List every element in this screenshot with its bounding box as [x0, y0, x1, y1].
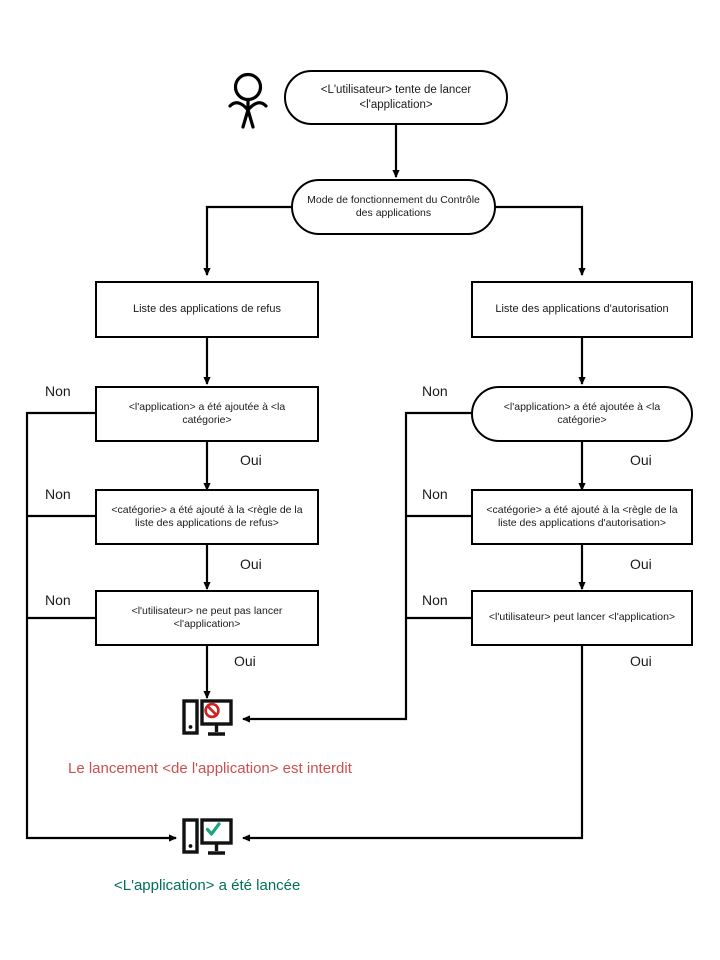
node-start-label: <L'utilisateur> tente de lancer <l'appli…: [320, 84, 472, 111]
computer-blocked-icon: [182, 698, 234, 747]
edge-label-non-autorisation-1: Non: [422, 383, 448, 399]
outcome-launched-label: <L'application> a été lancée: [114, 877, 301, 894]
edge-label-oui-autorisation-3: Oui: [630, 653, 652, 669]
node-start: <L'utilisateur> tente de lancer <l'appli…: [284, 70, 508, 125]
node-liste-refus-label: Liste des applications de refus: [133, 302, 281, 315]
node-autorisation-question-2: <catégorie> a été ajouté à la <règle de …: [471, 489, 693, 545]
edge-label-oui-refus-2: Oui: [240, 556, 262, 572]
node-refus-question-1-label: <l'application> a été ajoutée à <la caté…: [128, 400, 286, 426]
edge-label-non-autorisation-2: Non: [422, 486, 448, 502]
node-mode-label: Mode de fonctionnement du Contrôle des a…: [307, 193, 480, 219]
node-liste-autorisation-label: Liste des applications d'autorisation: [495, 302, 669, 315]
node-mode-de-fonctionnement: Mode de fonctionnement du Contrôle des a…: [291, 179, 496, 235]
node-autorisation-question-3-label: <l'utilisateur> peut lancer <l'applicati…: [488, 611, 676, 624]
node-liste-autorisation: Liste des applications d'autorisation: [471, 281, 693, 338]
edge-label-oui-autorisation-1: Oui: [630, 452, 652, 468]
node-refus-question-3: <l'utilisateur> ne peut pas lancer <l'ap…: [95, 590, 319, 646]
edge-label-oui-refus-3: Oui: [234, 653, 256, 669]
node-refus-question-3-label: <l'utilisateur> ne peut pas lancer <l'ap…: [131, 604, 283, 630]
node-refus-question-2: <catégorie> a été ajouté à la <règle de …: [95, 489, 319, 545]
computer-allowed-icon: [182, 817, 234, 866]
edge-label-non-refus-2: Non: [45, 486, 71, 502]
node-autorisation-question-1: <l'application> a été ajoutée à <la caté…: [471, 386, 693, 442]
node-refus-question-1: <l'application> a été ajoutée à <la caté…: [95, 386, 319, 442]
node-autorisation-question-2-label: <catégorie> a été ajouté à la <règle de …: [486, 503, 678, 529]
edge-label-non-refus-3: Non: [45, 592, 71, 608]
user-stick-figure-icon: [222, 72, 274, 135]
node-autorisation-question-3: <l'utilisateur> peut lancer <l'applicati…: [471, 590, 693, 646]
node-refus-question-2-label: <catégorie> a été ajouté à la <règle de …: [111, 503, 303, 529]
node-autorisation-question-1-label: <l'application> a été ajoutée à <la caté…: [503, 400, 661, 426]
edge-label-oui-refus-1: Oui: [240, 452, 262, 468]
edge-label-oui-autorisation-2: Oui: [630, 556, 652, 572]
outcome-blocked-label: Le lancement <de l'application> est inte…: [68, 760, 352, 777]
node-liste-refus: Liste des applications de refus: [95, 281, 319, 338]
edge-label-non-autorisation-3: Non: [422, 592, 448, 608]
edge-label-non-refus-1: Non: [45, 383, 71, 399]
